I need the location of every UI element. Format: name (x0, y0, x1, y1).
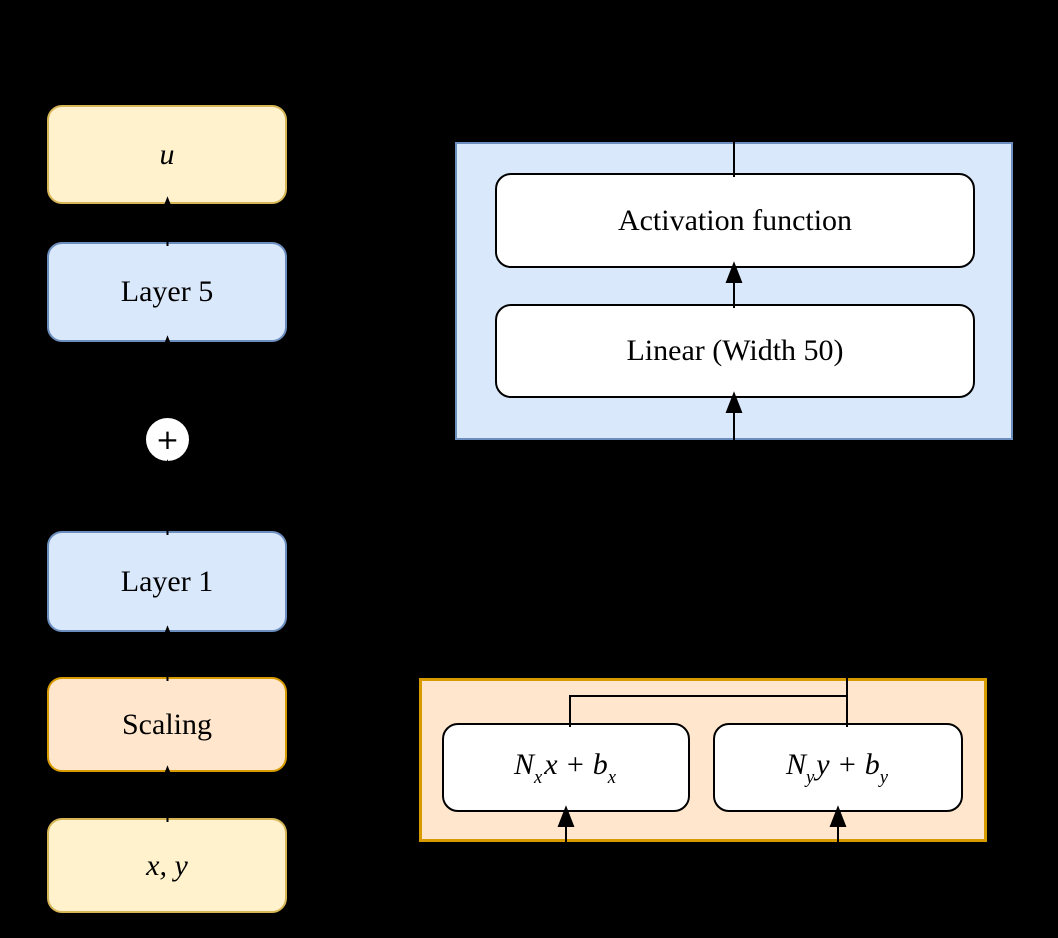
input-xy-box: x, y (47, 818, 287, 913)
arrow-layer1-to-sum-head (159, 459, 176, 481)
scaling-box: Scaling (47, 677, 287, 772)
scale-y-coef-sub: y (805, 767, 815, 788)
output-u-label: u (159, 137, 175, 171)
scale-x-coef: N (513, 748, 534, 781)
output-u-box: u (47, 105, 287, 204)
activation-function-box: Activation function (495, 173, 975, 268)
scale-y-coef: N (785, 748, 806, 781)
plus-sign: + (155, 423, 180, 456)
scale-y-expression: Nyy + by (785, 748, 890, 788)
scale-y-box: Nyy + by (713, 723, 963, 812)
layer1-box: Layer 1 (47, 531, 287, 632)
scale-y-bias-sub: y (879, 767, 889, 788)
layer5-label: Layer 5 (120, 275, 214, 308)
scaling-label: Scaling (122, 707, 212, 741)
scale-y-expr: y + b (816, 748, 880, 781)
activation-function-label: Activation function (617, 203, 853, 237)
scale-x-bias-sub: x (607, 767, 617, 788)
scale-x-expr: x + b (544, 748, 608, 781)
layer1-label: Layer 1 (120, 564, 214, 598)
input-xy-label: x, y (146, 848, 188, 882)
scale-x-box: Nxx + bx (442, 723, 690, 812)
scale-x-expression: Nxx + bx (513, 748, 618, 788)
linear-label: Linear (Width 50) (626, 334, 844, 367)
layer5-box: Layer 5 (47, 242, 287, 342)
sum-node: + (146, 418, 189, 461)
scale-x-coef-sub: x (533, 767, 543, 788)
linear-box: Linear (Width 50) (495, 304, 975, 398)
